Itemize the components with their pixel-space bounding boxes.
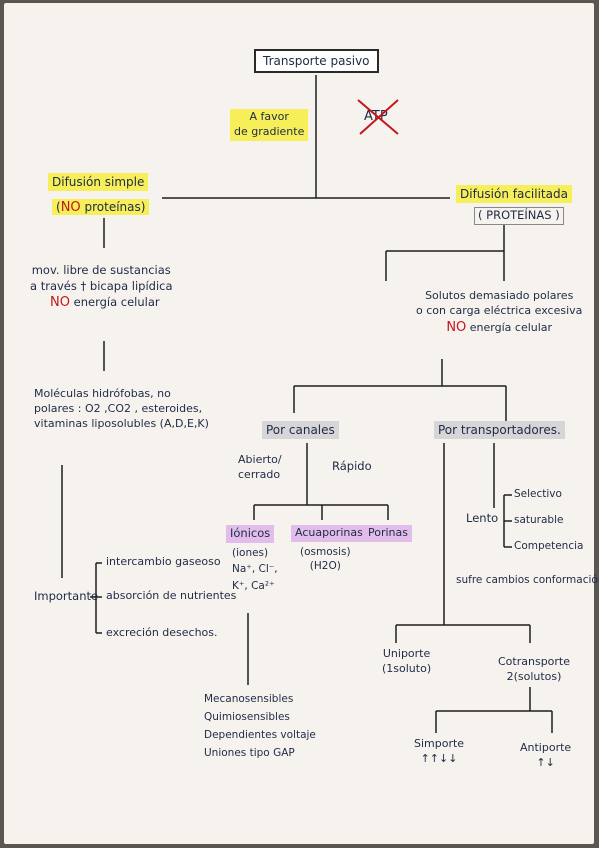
use-nutrient-absorption: absorción de nutrientes [106,589,237,602]
facilitated-description: Solutos demasiado polares o con carga el… [416,289,583,335]
node-importante: Importante [34,589,99,603]
carriers-conformation: sufre cambios conformación [456,574,599,586]
node-ionicos: Iónicos [226,525,275,543]
ionic-ions-list: (iones) Na⁺, Cl⁻, K⁺, Ca²⁺ [232,547,278,592]
simple-description: mov. libre de sustancias a través † bica… [30,263,173,311]
trait-competition: Competencia [514,540,584,552]
node-difusion-facilitada: Difusión facilitada [456,185,572,204]
trait-selective: Selectivo [514,488,562,500]
aquaporins-osmosis: (osmosis) (H2O) [300,546,351,573]
simple-molecules: Moléculas hidrófobas, no polares : O2 ,C… [34,387,209,430]
node-antiporte: Antiporte ↑↓ [520,741,572,769]
channels-fast: Rápido [332,459,372,473]
node-cotransporte: Cotransporte 2(solutos) [498,655,571,683]
node-acuaporinas: Acuaporinas [291,525,367,542]
carriers-slow: Lento [466,511,499,525]
atp-crossed-out: ATP [356,98,402,136]
connector-lines [61,75,553,733]
favor-gradient-note: A favor de gradiente [230,109,309,141]
use-gas-exchange: intercambio gaseoso [106,555,221,568]
trait-saturable: saturable [514,514,564,526]
node-por-canales: Por canales [262,421,339,440]
root-box-transporte-pasivo: Transporte pasivo [254,49,379,73]
red-cross-icon [357,99,399,135]
paper-sheet: Transporte pasivo A favor de gradiente A… [4,3,599,844]
node-porinas: Porinas [364,525,412,542]
simple-no-proteins: (NO proteínas) [52,199,150,217]
facilitated-proteins: ( PROTEÍNAS ) [474,207,564,225]
node-por-transportadores: Por transportadores. [434,421,565,440]
use-waste-excretion: excreción desechos. [106,626,218,639]
channels-open-closed: Abierto/ cerrado [238,453,282,481]
ionic-gating-types: Mecanosensibles Quimiosensibles Dependie… [204,693,316,759]
node-simporte: Simporte ↑↑↓↓ [414,737,465,765]
node-uniporte: Uniporte (1soluto) [382,647,432,675]
node-difusion-simple: Difusión simple [48,173,149,192]
